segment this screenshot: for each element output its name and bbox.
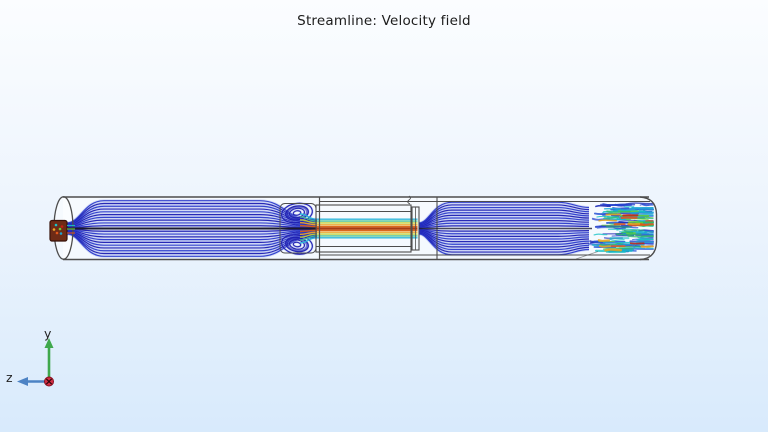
axis-arrows <box>17 338 54 387</box>
axis-z-label: z <box>6 370 13 385</box>
right-chamber-streamlines <box>418 200 590 257</box>
axis-orientation-triad: y z <box>6 326 54 387</box>
axis-y-label: y <box>44 326 52 341</box>
plot-title: Streamline: Velocity field <box>297 13 471 29</box>
inlet-nozzle <box>49 219 75 242</box>
outlet-turbulence <box>588 202 655 254</box>
